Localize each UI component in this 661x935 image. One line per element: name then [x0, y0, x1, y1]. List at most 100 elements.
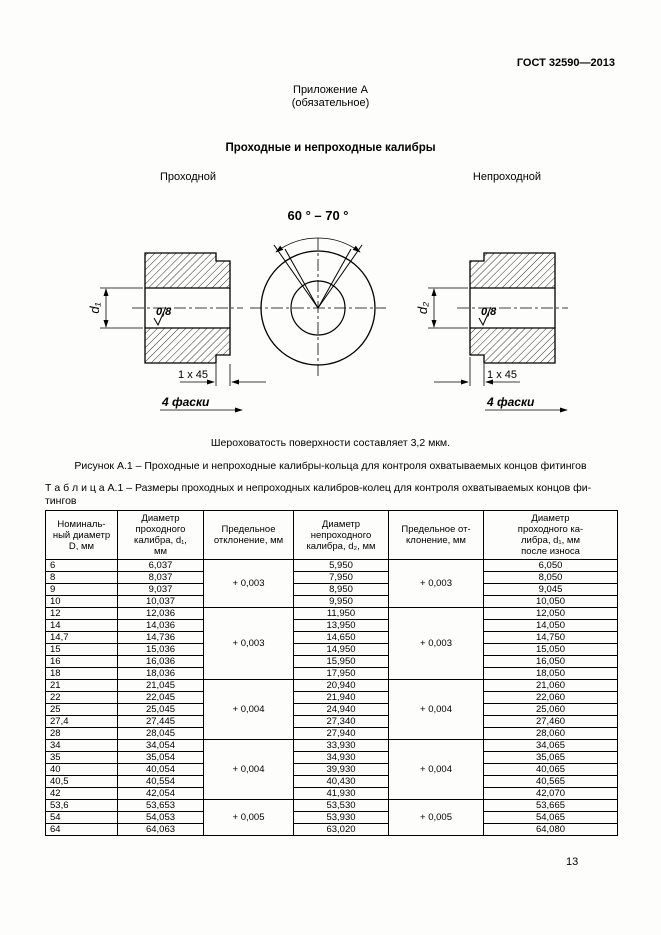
- header-nominal: Номиналь- ный диаметр D, мм: [45, 510, 118, 560]
- cell-nogo-diameter: 33,930: [293, 739, 389, 752]
- cell-go-diameter: 16,036: [117, 655, 204, 668]
- cell-worn-diameter: 14,750: [483, 631, 618, 644]
- go-roughness-value: 0,8: [156, 306, 172, 318]
- nogo-roughness-value: 0,8: [481, 306, 497, 318]
- cell-nogo-diameter: 14,950: [293, 643, 389, 656]
- cell-go-diameter: 18,036: [117, 667, 204, 680]
- roughness-note: Шероховатость поверхности составляет 3,2…: [210, 437, 451, 449]
- cell-worn-diameter: 42,070: [483, 787, 618, 800]
- cell-go-deviation: + 0,005: [203, 799, 294, 836]
- cell-go-diameter: 40,554: [117, 775, 204, 788]
- cell-go-diameter: 22,045: [117, 691, 204, 704]
- cell-nominal: 42: [45, 787, 118, 800]
- nogo-gauge-bottom-band: [469, 327, 556, 364]
- cell-worn-diameter: 28,060: [483, 727, 618, 740]
- cell-worn-diameter: 53,665: [483, 799, 618, 812]
- cell-nogo-diameter: 5,950: [293, 559, 389, 572]
- header-worn-diameter: Диаметр проходного ка- либра, d₁, мм пос…: [483, 510, 618, 560]
- cell-nominal: 6: [45, 559, 118, 572]
- header-nogo-diameter: Диаметр непроходного калибра, d₂, мм: [293, 510, 389, 560]
- cell-nominal: 64: [45, 823, 118, 836]
- cell-nominal: 22: [45, 691, 118, 704]
- roughness-icon: [153, 306, 167, 327]
- figure-caption: Рисунок А.1 – Проходные и непроходные ка…: [74, 460, 587, 472]
- cell-nominal: 54: [45, 811, 118, 824]
- angle-dimension: 60 ° – 70 °: [288, 208, 349, 223]
- cell-go-diameter: 42,054: [117, 787, 204, 800]
- cell-nominal: 28: [45, 727, 118, 740]
- cell-go-diameter: 28,045: [117, 727, 204, 740]
- cell-nogo-diameter: 7,950: [293, 571, 389, 584]
- cell-go-diameter: 14,736: [117, 631, 204, 644]
- cell-nominal: 27,4: [45, 715, 118, 728]
- nogo-gauge-dimensions: [428, 287, 568, 413]
- cell-nominal: 34: [45, 739, 118, 752]
- angle-dim-arc: [275, 237, 361, 253]
- go-gauge-dimensions: [100, 287, 266, 413]
- cell-nominal: 40,5: [45, 775, 118, 788]
- cell-worn-diameter: 8,050: [483, 571, 618, 584]
- cell-nogo-diameter: 14,650: [293, 631, 389, 644]
- doc-number: ГОСТ 32590—2013: [516, 57, 615, 69]
- cell-nogo-diameter: 63,020: [293, 823, 389, 836]
- cell-nogo-diameter: 27,340: [293, 715, 389, 728]
- cell-nogo-deviation: + 0,003: [388, 559, 484, 608]
- page-number: 13: [566, 856, 579, 868]
- go-gauge-bottom-band: [144, 327, 231, 364]
- cell-worn-diameter: 40,565: [483, 775, 618, 788]
- cell-worn-diameter: 27,460: [483, 715, 618, 728]
- cell-nominal: 40: [45, 763, 118, 776]
- cell-worn-diameter: 22,060: [483, 691, 618, 704]
- cell-go-diameter: 9,037: [117, 583, 204, 596]
- cell-worn-diameter: 64,080: [483, 823, 618, 836]
- cone-line: [273, 244, 319, 309]
- technical-drawing: d₁ 0,8 1 x 45 4 фаски 60 ° – 70 °: [50, 188, 610, 438]
- cell-worn-diameter: 6,050: [483, 559, 618, 572]
- cell-nominal: 35: [45, 751, 118, 764]
- go-chamfer-note: 4 фаски: [161, 395, 210, 409]
- go-gauge-top-band: [144, 252, 231, 289]
- cell-nogo-diameter: 8,950: [293, 583, 389, 596]
- cell-nogo-diameter: 34,930: [293, 751, 389, 764]
- cell-go-diameter: 40,054: [117, 763, 204, 776]
- cell-nominal: 9: [45, 583, 118, 596]
- cell-nogo-diameter: 11,950: [293, 607, 389, 620]
- cell-go-diameter: 27,445: [117, 715, 204, 728]
- nogo-chamfer-dim: 1 x 45: [487, 369, 517, 381]
- cell-go-diameter: 54,053: [117, 811, 204, 824]
- go-gauge-section: [132, 252, 243, 364]
- cell-nominal: 14: [45, 619, 118, 632]
- appendix-heading: Приложение А (обязательное): [0, 84, 661, 110]
- cell-nominal: 53,6: [45, 799, 118, 812]
- cell-nominal: 14,7: [45, 631, 118, 644]
- cell-nogo-diameter: 20,940: [293, 679, 389, 692]
- cell-nominal: 16: [45, 655, 118, 668]
- cell-worn-diameter: 25,060: [483, 703, 618, 716]
- cell-worn-diameter: 15,050: [483, 643, 618, 656]
- cell-nominal: 25: [45, 703, 118, 716]
- page-title: Проходные и непроходные калибры: [225, 142, 436, 154]
- nogo-diameter-label: d₂: [415, 302, 430, 314]
- go-diameter-label: d₁: [87, 302, 102, 313]
- header-go-diameter: Диаметр проходного калибра, d₁, мм: [117, 510, 204, 560]
- cell-nominal: 8: [45, 571, 118, 584]
- cell-nogo-deviation: + 0,003: [388, 607, 484, 680]
- cell-worn-diameter: 16,050: [483, 655, 618, 668]
